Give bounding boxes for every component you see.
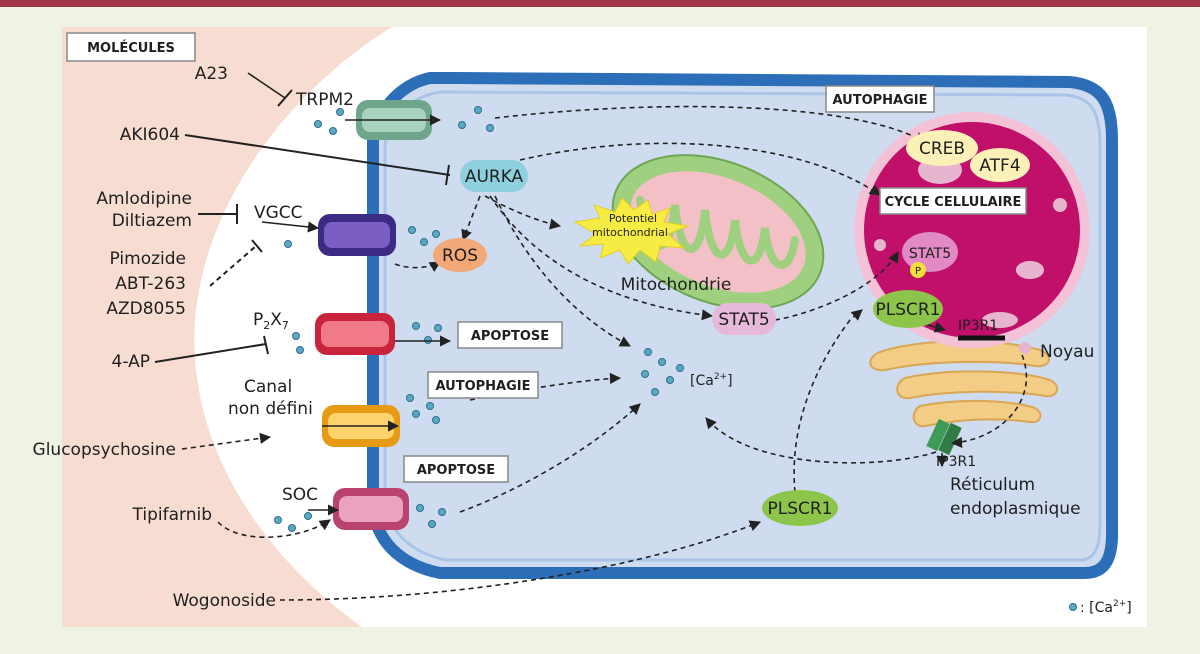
stat5-nuclear-node: STAT5 P [902, 232, 958, 278]
vgcc-label: VGCC [254, 203, 303, 223]
tipifarnib-label: Tipifarnib [132, 505, 212, 525]
ros-label: ROS [442, 246, 478, 266]
top-border [0, 0, 1200, 7]
apoptose-p2x7-box: APOPTOSE [457, 321, 563, 349]
trpm2-label: TRPM2 [295, 90, 354, 110]
stat5-label: STAT5 [718, 310, 769, 330]
legend-label: : [Ca2+] [1080, 599, 1132, 616]
plscr1-nuclear-label: PLSCR1 [875, 300, 940, 320]
svg-text:APOPTOSE: APOPTOSE [417, 463, 495, 478]
atf4-node: ATF4 [970, 148, 1030, 182]
phospho-label: P [915, 266, 921, 277]
canal-label-line2: non défini [228, 399, 313, 419]
stat5-nuclear-label: STAT5 [909, 246, 951, 262]
ros-node: ROS [433, 238, 487, 272]
azd8055-label: AZD8055 [106, 299, 186, 319]
aki604-label: AKI604 [120, 125, 180, 145]
pimozide-label: Pimozide [110, 249, 186, 269]
noyau-label: Noyau [1040, 342, 1094, 362]
membrane-potential-burst [573, 197, 690, 265]
apoptose-soc-box: APOPTOSE [403, 455, 509, 483]
amlodipine-label: Amlodipine [96, 189, 192, 209]
vgcc-channel [318, 214, 396, 256]
abt263-label: ABT-263 [115, 274, 186, 294]
cycle-cellulaire-box: CYCLE CELLULAIRE [879, 187, 1027, 215]
mitochondria [611, 154, 825, 310]
reticulum-label-line2: endoplasmique [950, 499, 1081, 519]
aurka-label: AURKA [465, 167, 524, 187]
atf4-label: ATF4 [979, 156, 1020, 176]
channel-labels: TRPM2 VGCC P2X7 Canal non défini SOC [228, 90, 354, 505]
svg-text:AUTOPHAGIE: AUTOPHAGIE [833, 93, 928, 108]
a23-label: A23 [195, 64, 228, 84]
potentiel-label-line2: mitochondrial [592, 226, 668, 239]
svg-text:AUTOPHAGIE: AUTOPHAGIE [436, 379, 531, 394]
soc-channel [333, 488, 409, 530]
soc-label: SOC [282, 485, 318, 505]
p2x7-channel [315, 313, 395, 355]
nucleus [854, 112, 1090, 354]
plscr1-nuclear-node: PLSCR1 [873, 290, 943, 328]
autophagie-canal-box: AUTOPHAGIE [427, 371, 539, 399]
4ap-label: 4-AP [112, 352, 150, 372]
svg-text:CYCLE CELLULAIRE: CYCLE CELLULAIRE [885, 195, 1022, 210]
ip3r1-nuclear-label: IP3R1 [958, 318, 998, 334]
connectors [154, 72, 1028, 601]
calcium-label: [Ca2+] [690, 372, 733, 389]
extracellular-space [62, 27, 392, 627]
wogonoside-label: Wogonoside [173, 591, 276, 611]
legend: : [Ca2+] [1080, 599, 1132, 616]
molecule-labels: A23 AKI604 Amlodipine Diltiazem Pimozide… [33, 64, 276, 611]
plscr1-label: PLSCR1 [767, 499, 832, 519]
molecules-box: MOLÉCULES [66, 32, 196, 62]
molecules-title: MOLÉCULES [87, 40, 175, 56]
reticulum-label-line1: Réticulum [950, 475, 1035, 495]
diltiazem-label: Diltiazem [112, 211, 192, 231]
svg-text:APOPTOSE: APOPTOSE [471, 329, 549, 344]
creb-label: CREB [919, 139, 965, 159]
potentiel-label-line1: Potentiel [609, 212, 657, 225]
mitochondrie-label: Mitochondrie [621, 275, 732, 295]
p2x7-label: P2X7 [253, 310, 289, 332]
aurka-node: AURKA [460, 160, 528, 192]
intracellular-labels: Potentiel mitochondrial Mitochondrie [Ca… [592, 212, 1094, 519]
ip3r1-er-label: IP3R1 [936, 454, 976, 470]
creb-node: CREB [906, 130, 978, 166]
autophagie-top-box: AUTOPHAGIE [825, 85, 935, 113]
stat5-node: STAT5 [712, 303, 776, 335]
canal-label-line1: Canal [244, 377, 292, 397]
glucopsychosine-label: Glucopsychosine [33, 440, 176, 460]
endoplasmic-reticulum [869, 340, 1059, 428]
plscr1-node: PLSCR1 [762, 490, 838, 526]
ip3r1-receptor-er [926, 418, 962, 456]
